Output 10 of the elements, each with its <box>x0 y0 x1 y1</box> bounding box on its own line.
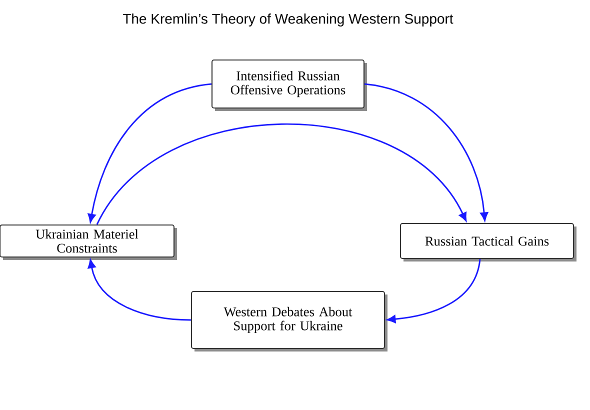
arrow <box>96 124 467 225</box>
arrow <box>88 259 191 321</box>
process-box: Western Debates About Support for Ukraine <box>190 290 388 352</box>
process-box: Ukrainian Materiel Constraints <box>0 224 177 260</box>
process-box: Intensified Russian Offensive Operations <box>211 59 367 111</box>
arrow <box>364 83 488 222</box>
process-box: Russian Tactical Gains <box>400 222 576 262</box>
arrow <box>386 258 481 324</box>
arrow <box>88 83 212 223</box>
title: The Kremlin’s Theory of Weakening Western Support <box>122 13 454 27</box>
